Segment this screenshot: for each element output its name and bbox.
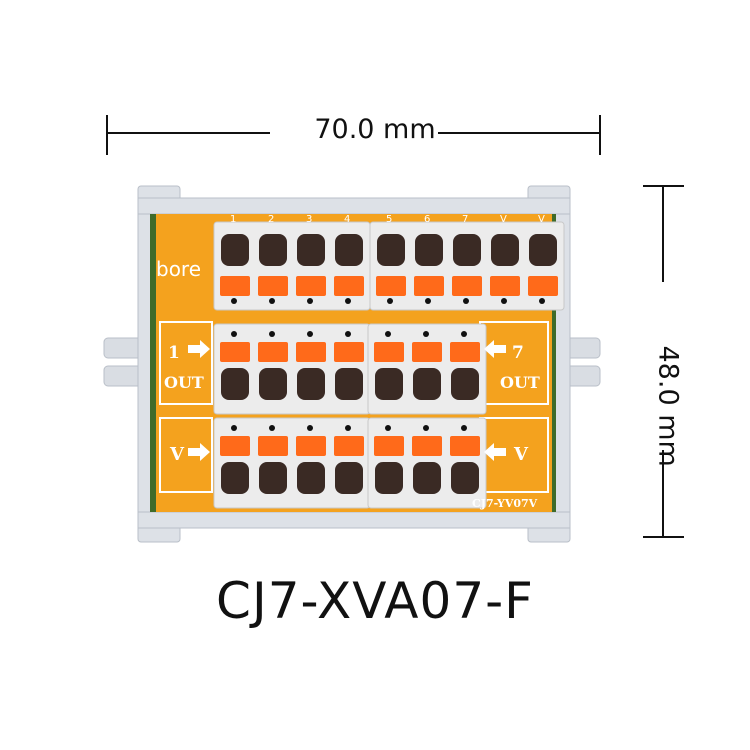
terminal-lever	[528, 276, 558, 296]
wire-hole	[297, 462, 325, 494]
wire-hole	[491, 234, 519, 266]
test-point	[539, 298, 545, 304]
wire-hole	[451, 368, 479, 400]
terminal-lever	[450, 436, 480, 456]
test-point	[307, 298, 313, 304]
test-point	[423, 331, 429, 337]
test-point	[425, 298, 431, 304]
wire-hole	[221, 234, 249, 266]
top-row-numbers: 1 2 3 4 5 6 7 V V	[230, 214, 545, 225]
terminal-lever	[334, 436, 364, 456]
height-label: 48.0 mm	[652, 345, 684, 467]
brand-logo: bore	[156, 257, 201, 281]
terminal-lever	[334, 342, 364, 362]
terminal-lever	[258, 342, 288, 362]
wire-hole	[297, 368, 325, 400]
terminal-lever	[450, 342, 480, 362]
terminal-lever	[412, 342, 442, 362]
wire-hole	[297, 234, 325, 266]
terminal-lever	[376, 276, 406, 296]
model-name: CJ7-XVA07-F	[216, 572, 534, 630]
wire-hole	[221, 368, 249, 400]
wire-hole	[415, 234, 443, 266]
terminal-number: 6	[424, 214, 430, 225]
test-point	[231, 298, 237, 304]
test-point	[307, 331, 313, 337]
wire-hole	[259, 368, 287, 400]
test-point	[501, 298, 507, 304]
test-point	[269, 425, 275, 431]
wire-hole	[259, 234, 287, 266]
left-out-label: OUT	[164, 373, 204, 392]
terminal-lever	[374, 436, 404, 456]
left-out-number: 1	[168, 343, 180, 363]
right-out-label: OUT	[500, 373, 540, 392]
terminal-number: 2	[268, 214, 274, 225]
wire-hole	[529, 234, 557, 266]
terminal-lever	[258, 436, 288, 456]
wire-hole	[375, 462, 403, 494]
left-v-label: V	[169, 444, 185, 465]
wire-hole	[221, 462, 249, 494]
terminal-number: 3	[306, 214, 312, 225]
test-point	[269, 331, 275, 337]
arrow-right-icon	[188, 340, 210, 358]
terminal-lever	[452, 276, 482, 296]
terminal-lever	[414, 276, 444, 296]
terminal-lever	[220, 276, 250, 296]
terminal-lever	[490, 276, 520, 296]
arrow-right-icon	[188, 443, 210, 461]
wire-hole	[451, 462, 479, 494]
terminal-number: 1	[230, 214, 236, 225]
test-point	[385, 425, 391, 431]
terminal-lever	[258, 276, 288, 296]
test-point	[345, 298, 351, 304]
wire-hole	[413, 368, 441, 400]
arrow-left-icon	[484, 340, 506, 358]
test-point	[269, 298, 275, 304]
wire-hole	[335, 368, 363, 400]
width-label: 70.0 mm	[314, 114, 436, 145]
wire-hole	[413, 462, 441, 494]
test-point	[461, 331, 467, 337]
terminal-lever	[296, 342, 326, 362]
test-point	[463, 298, 469, 304]
test-point	[461, 425, 467, 431]
test-point	[387, 298, 393, 304]
test-point	[307, 425, 313, 431]
arrow-left-icon	[484, 443, 506, 461]
test-point	[345, 425, 351, 431]
silkscreen-model: CJ7-YV07V	[472, 497, 538, 510]
terminal-number: 4	[344, 214, 350, 225]
test-point	[345, 331, 351, 337]
terminal-lever	[334, 276, 364, 296]
right-out-number: 7	[512, 343, 524, 363]
wire-hole	[335, 234, 363, 266]
terminal-lever	[220, 436, 250, 456]
wire-hole	[259, 462, 287, 494]
terminal-lever	[296, 276, 326, 296]
terminal-lever	[220, 342, 250, 362]
terminal-number: V	[500, 214, 507, 225]
terminal-number: V	[538, 214, 545, 225]
width-dimension	[106, 115, 601, 155]
terminal-lever	[296, 436, 326, 456]
arrow-icons	[188, 340, 506, 461]
terminal-number: 5	[386, 214, 392, 225]
wire-hole	[377, 234, 405, 266]
terminal-lever	[374, 342, 404, 362]
test-point	[231, 425, 237, 431]
test-point	[231, 331, 237, 337]
terminal-blocks	[213, 221, 565, 509]
wire-hole	[453, 234, 481, 266]
right-v-label: V	[513, 444, 529, 465]
terminal-lever	[412, 436, 442, 456]
test-point	[385, 331, 391, 337]
height-dimension	[643, 185, 684, 538]
wire-hole	[375, 368, 403, 400]
wire-hole	[335, 462, 363, 494]
terminal-number: 7	[462, 214, 468, 225]
test-point	[423, 425, 429, 431]
